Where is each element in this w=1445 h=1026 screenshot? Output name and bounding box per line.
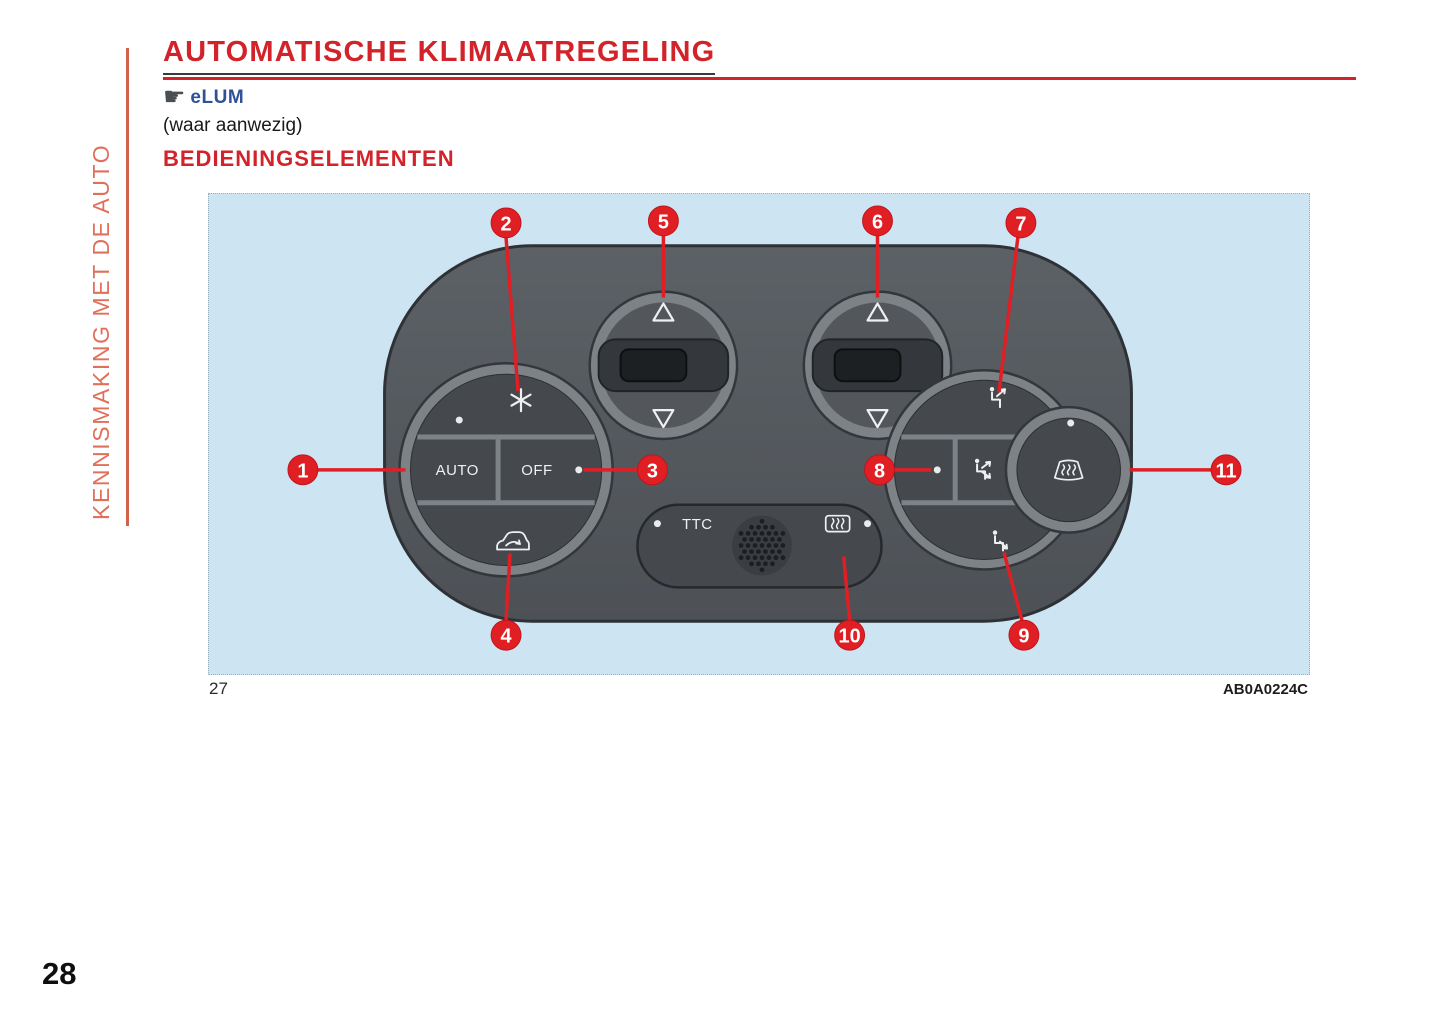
- indicator-dot: [864, 520, 872, 528]
- svg-text:1: 1: [297, 460, 308, 482]
- left-knob: AUTO OFF: [398, 362, 614, 578]
- svg-text:8: 8: [874, 460, 885, 482]
- chapter-sidebar-label: KENNISMAKING MET DE AUTO: [88, 143, 114, 520]
- callout-9: 9: [1002, 552, 1040, 651]
- callouts: 1 2 3 4 5: [287, 205, 1242, 651]
- callout-3: 3: [583, 454, 668, 486]
- sidebar-divider-line: [126, 48, 129, 526]
- svg-text:6: 6: [872, 211, 883, 233]
- elum-logo: eLUM: [190, 86, 245, 108]
- svg-text:9: 9: [1018, 626, 1029, 648]
- bilevel-air-icon: [974, 458, 992, 480]
- svg-text:2: 2: [501, 213, 512, 235]
- section-subtitle: BEDIENINGSELEMENTEN: [163, 146, 455, 171]
- climate-panel-diagram: AUTO OFF: [287, 205, 1242, 651]
- callout-5: 5: [647, 205, 679, 298]
- recirculation-icon: [496, 531, 530, 551]
- windscreen-defrost-knob: [1004, 405, 1133, 534]
- climate-control-figure: AUTO OFF: [208, 193, 1310, 675]
- callout-7: 7: [997, 207, 1037, 393]
- figure-number: 27: [209, 679, 228, 698]
- figure-code: AB0A0224C: [1222, 681, 1308, 698]
- up-triangle-icon: [652, 302, 675, 322]
- callout-2: 2: [490, 207, 522, 392]
- page-title: AUTOMATISCHE KLIMAATREGELING: [163, 36, 716, 75]
- snowflake-icon: [510, 388, 532, 413]
- callout-8: 8: [864, 454, 932, 486]
- svg-text:11: 11: [1216, 460, 1237, 482]
- air-to-vents-icon: [989, 386, 1006, 409]
- availability-note: (waar aanwezig): [163, 115, 303, 136]
- rear-defrost-icon: [824, 514, 851, 533]
- down-triangle-icon: [866, 409, 889, 429]
- title-rule: [163, 77, 1356, 80]
- callout-1: 1: [287, 454, 406, 486]
- callout-4: 4: [490, 553, 522, 651]
- svg-text:3: 3: [647, 460, 658, 482]
- svg-text:5: 5: [658, 211, 669, 233]
- down-triangle-icon: [652, 409, 675, 429]
- left-knob-dividers: [417, 434, 595, 506]
- right-knob-group: [883, 369, 1133, 571]
- page-number: 28: [42, 956, 77, 991]
- elum-logo-row: ☛ eLUM: [163, 85, 244, 110]
- indicator-dot: [653, 520, 661, 528]
- speaker-grille-dots: [738, 518, 786, 573]
- svg-text:10: 10: [839, 626, 861, 648]
- air-to-floor-icon: [992, 530, 1008, 552]
- left-temp-slider: [588, 290, 739, 441]
- up-triangle-icon: [866, 302, 889, 322]
- callout-10: 10: [834, 556, 866, 651]
- indicator-dot: [933, 466, 941, 474]
- ttc-label: TTC: [682, 516, 713, 533]
- indicator-dot: [1067, 419, 1075, 427]
- speaker-grille: [732, 515, 792, 576]
- callout-6: 6: [862, 205, 893, 298]
- indicator-dot: [575, 466, 583, 474]
- callout-11: 11: [1129, 454, 1242, 486]
- slider-display: [833, 348, 902, 383]
- center-bar: TTC: [636, 503, 883, 589]
- off-label: OFF: [521, 462, 552, 479]
- indicator-dot: [455, 416, 463, 424]
- svg-text:7: 7: [1015, 213, 1026, 235]
- pointing-hand-icon: ☛: [163, 83, 186, 111]
- slider-display: [619, 348, 688, 383]
- svg-text:4: 4: [501, 626, 512, 648]
- auto-label: AUTO: [436, 462, 479, 479]
- windscreen-defrost-icon: [1053, 459, 1084, 481]
